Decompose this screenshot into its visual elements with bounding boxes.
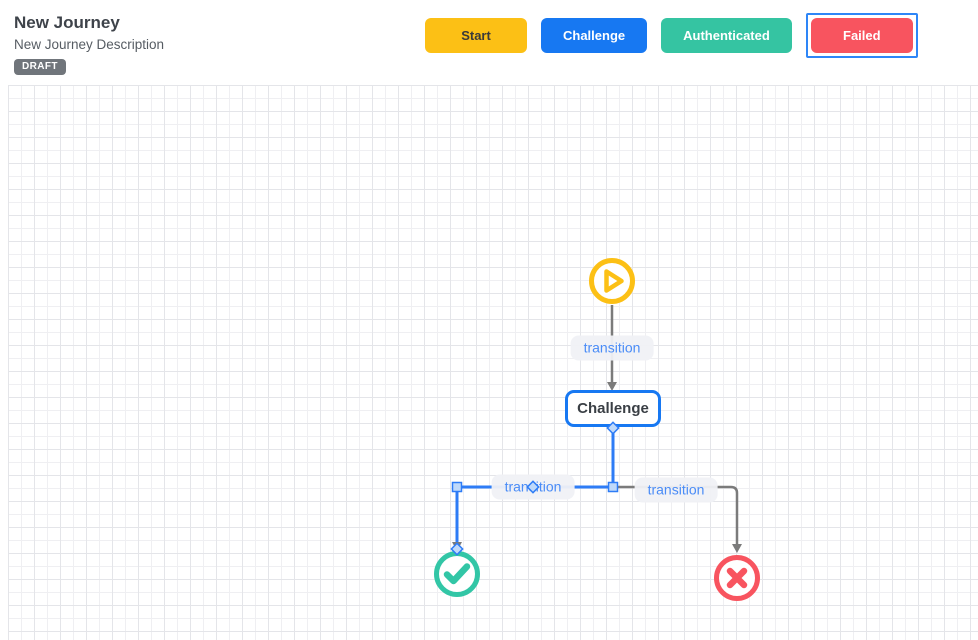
edge-challenge-failed[interactable] <box>613 485 739 544</box>
challenge-state-button[interactable]: Challenge <box>541 18 648 53</box>
edge-label-transition[interactable]: transition <box>634 477 718 503</box>
page-title: New Journey <box>14 13 120 32</box>
header: New Journey New Journey Description DRAF… <box>0 0 978 85</box>
arrowhead-icon <box>607 382 617 391</box>
authenticated-node[interactable] <box>433 550 481 603</box>
x-icon <box>714 555 760 601</box>
arrowhead-icon <box>732 544 742 553</box>
edge-label-transition[interactable]: transition <box>491 474 575 500</box>
authenticated-state-button[interactable]: Authenticated <box>661 18 792 53</box>
selection-corner <box>807 52 812 56</box>
check-icon <box>434 551 480 597</box>
start-state-button[interactable]: Start <box>425 18 527 53</box>
play-icon <box>589 258 635 304</box>
edges-layer <box>452 305 742 553</box>
page-description: New Journey Description <box>14 37 165 52</box>
edge-label-transition[interactable]: transition <box>570 335 654 361</box>
selection-outline: Failed <box>805 13 918 58</box>
selection-corner <box>807 15 812 19</box>
challenge-node[interactable]: Challenge <box>565 390 661 427</box>
failed-state-button[interactable]: Failed <box>810 18 913 53</box>
selection-corner <box>911 15 916 19</box>
status-badge: DRAFT <box>14 59 66 75</box>
failed-node[interactable] <box>713 554 761 607</box>
state-button-row: Start Challenge Authenticated Failed <box>425 13 918 58</box>
journey-canvas[interactable]: transition transition transition Challen… <box>8 85 978 640</box>
start-node[interactable] <box>588 257 636 310</box>
selection-corner <box>911 52 916 56</box>
